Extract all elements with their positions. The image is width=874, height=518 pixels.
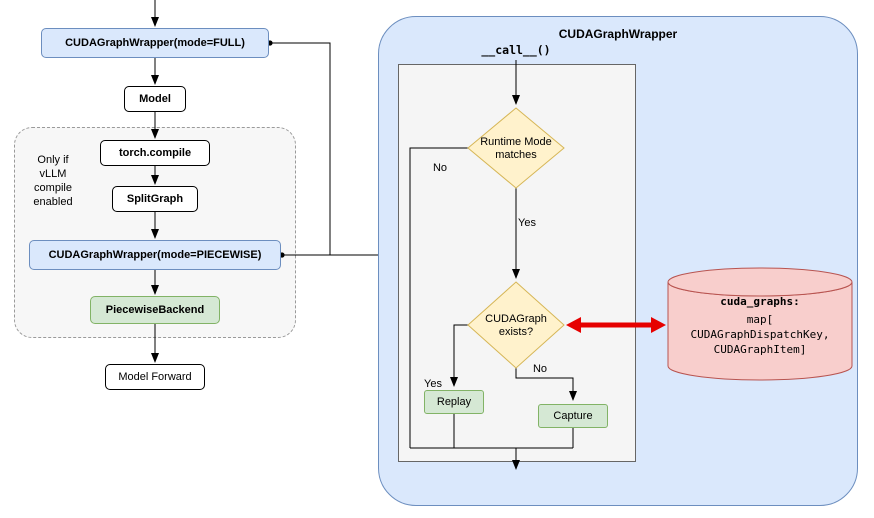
wrapper-full-node: CUDAGraphWrapper(mode=FULL) [41,28,269,58]
call-method-label: __call__() [481,43,551,57]
capture-node: Capture [538,404,608,428]
model-forward-node: Model Forward [105,364,205,390]
runtime-mode-diamond-label: Runtime Mode matches [480,136,552,161]
model-node: Model [124,86,186,112]
split-graph-node: SplitGraph [112,186,198,212]
torch-compile-node: torch.compile [100,140,210,166]
compile-note: Only if vLLM compile enabled [33,154,73,208]
wrapper-piecewise-node: CUDAGraphWrapper(mode=PIECEWISE) [29,240,281,270]
exists-yes-label: Yes [424,378,442,390]
cuda-graphs-store-body: map[ CUDAGraphDispatchKey, CUDAGraphItem… [690,313,830,356]
runtime-yes-label: Yes [518,217,536,229]
panel-title: CUDAGraphWrapper [558,27,678,41]
cuda-graphs-store-title: cuda_graphs: [720,295,800,308]
runtime-no-label: No [432,162,448,174]
replay-node: Replay [424,390,484,414]
exists-diamond-label: CUDAGraph exists? [485,313,547,338]
piecewise-backend-node: PiecewiseBackend [90,296,220,324]
exists-no-label: No [532,363,548,375]
